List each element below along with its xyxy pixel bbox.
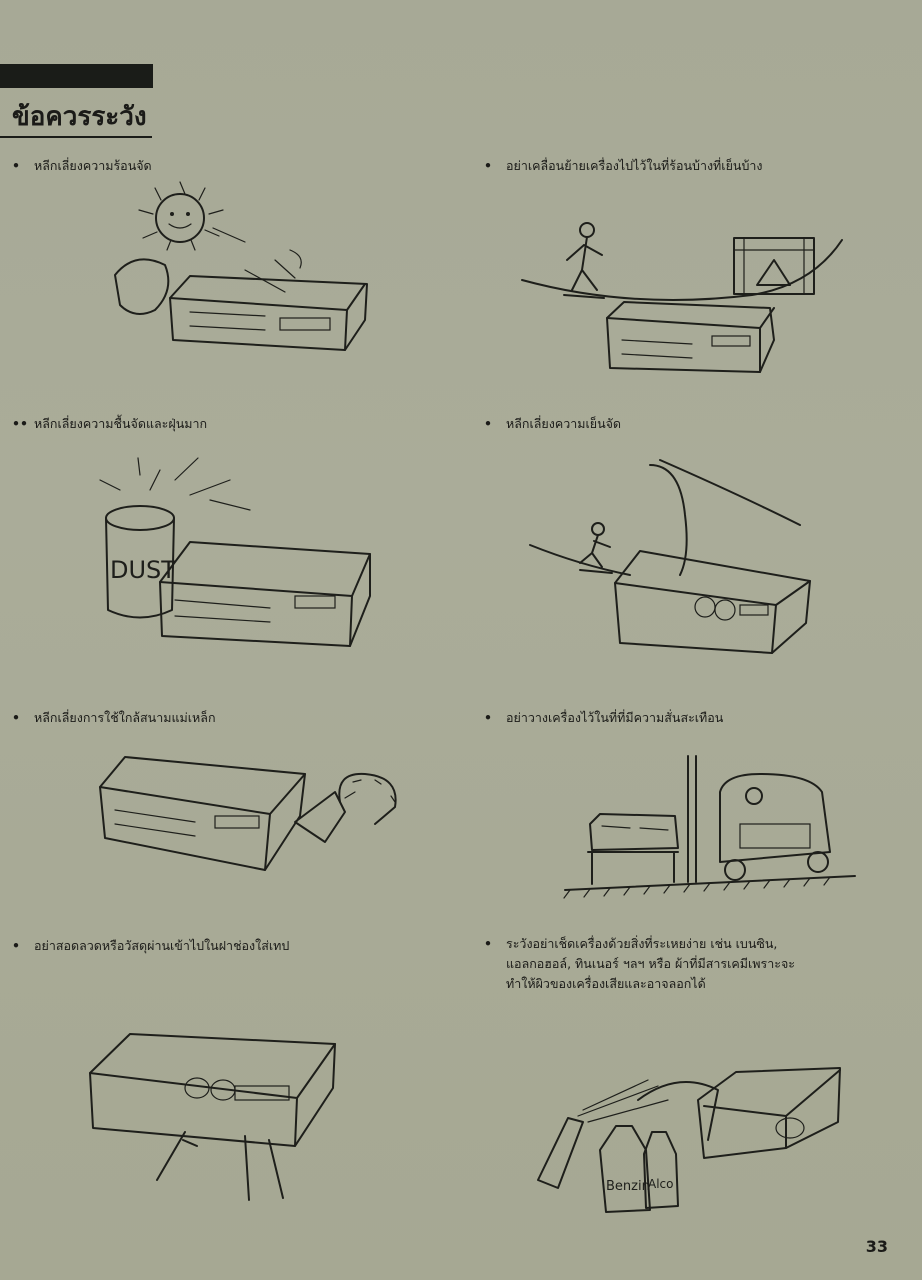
screwdriver-icon <box>156 1131 284 1201</box>
bullet: • <box>484 416 492 431</box>
sun-icon <box>138 181 246 251</box>
skier-icon <box>563 222 605 299</box>
caution-item-foreign-objects: • อย่าสอดลวดหรือวัสดุผ่านเข้าไปในฝาช่องใส… <box>12 936 289 956</box>
vcr-icon <box>159 541 371 647</box>
fan-icon <box>114 258 170 315</box>
bullet: • <box>484 710 492 725</box>
caution-text: อย่าเคลื่อนย้ายเครื่องไปไว้ในที่ร้อนบ้าง… <box>506 158 763 173</box>
illustration-solvents: Benzin Alco <box>528 1030 848 1220</box>
caution-text: หลีกเลี่ยงการใช้ใกล้สนามแม่เหล็ก <box>34 710 216 725</box>
caution-item-humidity-dust: •• หลีกเลี่ยงความชื้นจัดและฝุ่นมาก <box>12 414 207 434</box>
cloth-icon <box>637 1081 719 1141</box>
illustration-foreign-objects <box>85 1028 345 1208</box>
caution-item-temperature-change: • อย่าเคลื่อนย้ายเครื่องไปไว้ในที่ร้อนบ้า… <box>484 156 763 176</box>
caution-item-vibration: • อย่าวางเครื่องไว้ในที่ที่มีความสั่นสะเท… <box>484 708 723 728</box>
caution-text: หลีกเลี่ยงความเย็นจัด <box>506 416 622 431</box>
slope-line <box>521 239 843 301</box>
vcr-icon <box>89 1033 336 1147</box>
hand-icon <box>294 791 346 843</box>
dust-can-icon: DUST <box>105 505 176 619</box>
caution-text-line: ระวังอย่าเช็ดเครื่องด้วยสิ่งที่ระเหยง่าย… <box>506 936 778 951</box>
vcr-icon <box>99 756 306 871</box>
illustration-humidity-dust: DUST <box>80 450 380 650</box>
car-icon <box>719 773 831 881</box>
caution-text: อย่าวางเครื่องไว้ในที่ที่มีความสั่นสะเทื… <box>506 710 724 725</box>
bullet: • <box>484 936 492 951</box>
spray-bottle-icon <box>537 1079 669 1189</box>
section-title: ข้อควรระวัง <box>12 102 147 132</box>
mountain-line <box>649 464 688 576</box>
caution-text: หลีกเลี่ยงความร้อนจัด <box>34 158 152 173</box>
illustration-heat <box>95 180 385 370</box>
tape-reel-icon <box>714 599 736 621</box>
caution-item-heat: • หลีกเลี่ยงความร้อนจัด <box>12 156 152 176</box>
vcr-icon <box>169 275 368 351</box>
illustration-temperature-change <box>512 190 852 390</box>
skier-icon <box>579 522 613 574</box>
illustration-magnetic-field <box>95 752 415 882</box>
caution-text: อย่าสอดลวดหรือวัสดุผ่านเข้าไปในฝาช่องใส่… <box>34 938 290 953</box>
caution-item-solvents: • ระวังอย่าเช็ดเครื่องด้วยสิ่งที่ระเหยง่า… <box>484 934 795 994</box>
caution-text-line: แอลกอฮอล์, ทินเนอร์ ฯลฯ หรือ ผ้าที่มีสาร… <box>506 956 796 971</box>
alcohol-bottle-icon: Alco <box>643 1131 679 1209</box>
tape-reel-icon <box>694 596 716 618</box>
vcr-icon <box>697 1067 841 1159</box>
driver-icon <box>745 787 763 805</box>
page-number: 33 <box>865 1237 888 1256</box>
vcr-icon <box>606 301 775 373</box>
caution-item-magnetic-field: • หลีกเลี่ยงการใช้ใกล้สนามแม่เหล็ก <box>12 708 216 728</box>
dust-label: DUST <box>110 556 176 584</box>
header-bar <box>0 64 153 88</box>
bullet: • <box>12 710 20 725</box>
magnet-icon <box>338 772 397 825</box>
illustration-vibration <box>560 752 860 902</box>
alcohol-label: Alco <box>648 1177 673 1191</box>
vcr-icon <box>589 813 679 851</box>
vcr-icon <box>614 550 811 654</box>
bullet: •• <box>12 416 28 431</box>
title-underline <box>0 136 152 138</box>
benzin-bottle-icon: Benzin <box>599 1125 651 1213</box>
caution-text-line: ทำให้ผิวของเครื่องเสียและอาจลอกได้ <box>506 976 706 991</box>
fireplace-icon <box>733 237 815 295</box>
bullet: • <box>12 938 20 953</box>
benzin-label: Benzin <box>606 1179 650 1194</box>
bullet: • <box>12 158 20 173</box>
illustration-cold <box>520 455 830 665</box>
bullet: • <box>484 158 492 173</box>
caution-item-cold: • หลีกเลี่ยงความเย็นจัด <box>484 414 621 434</box>
table-icon <box>587 851 679 885</box>
pole-icon <box>687 755 697 883</box>
caution-text: หลีกเลี่ยงความชื้นจัดและฝุ่นมาก <box>34 416 208 431</box>
